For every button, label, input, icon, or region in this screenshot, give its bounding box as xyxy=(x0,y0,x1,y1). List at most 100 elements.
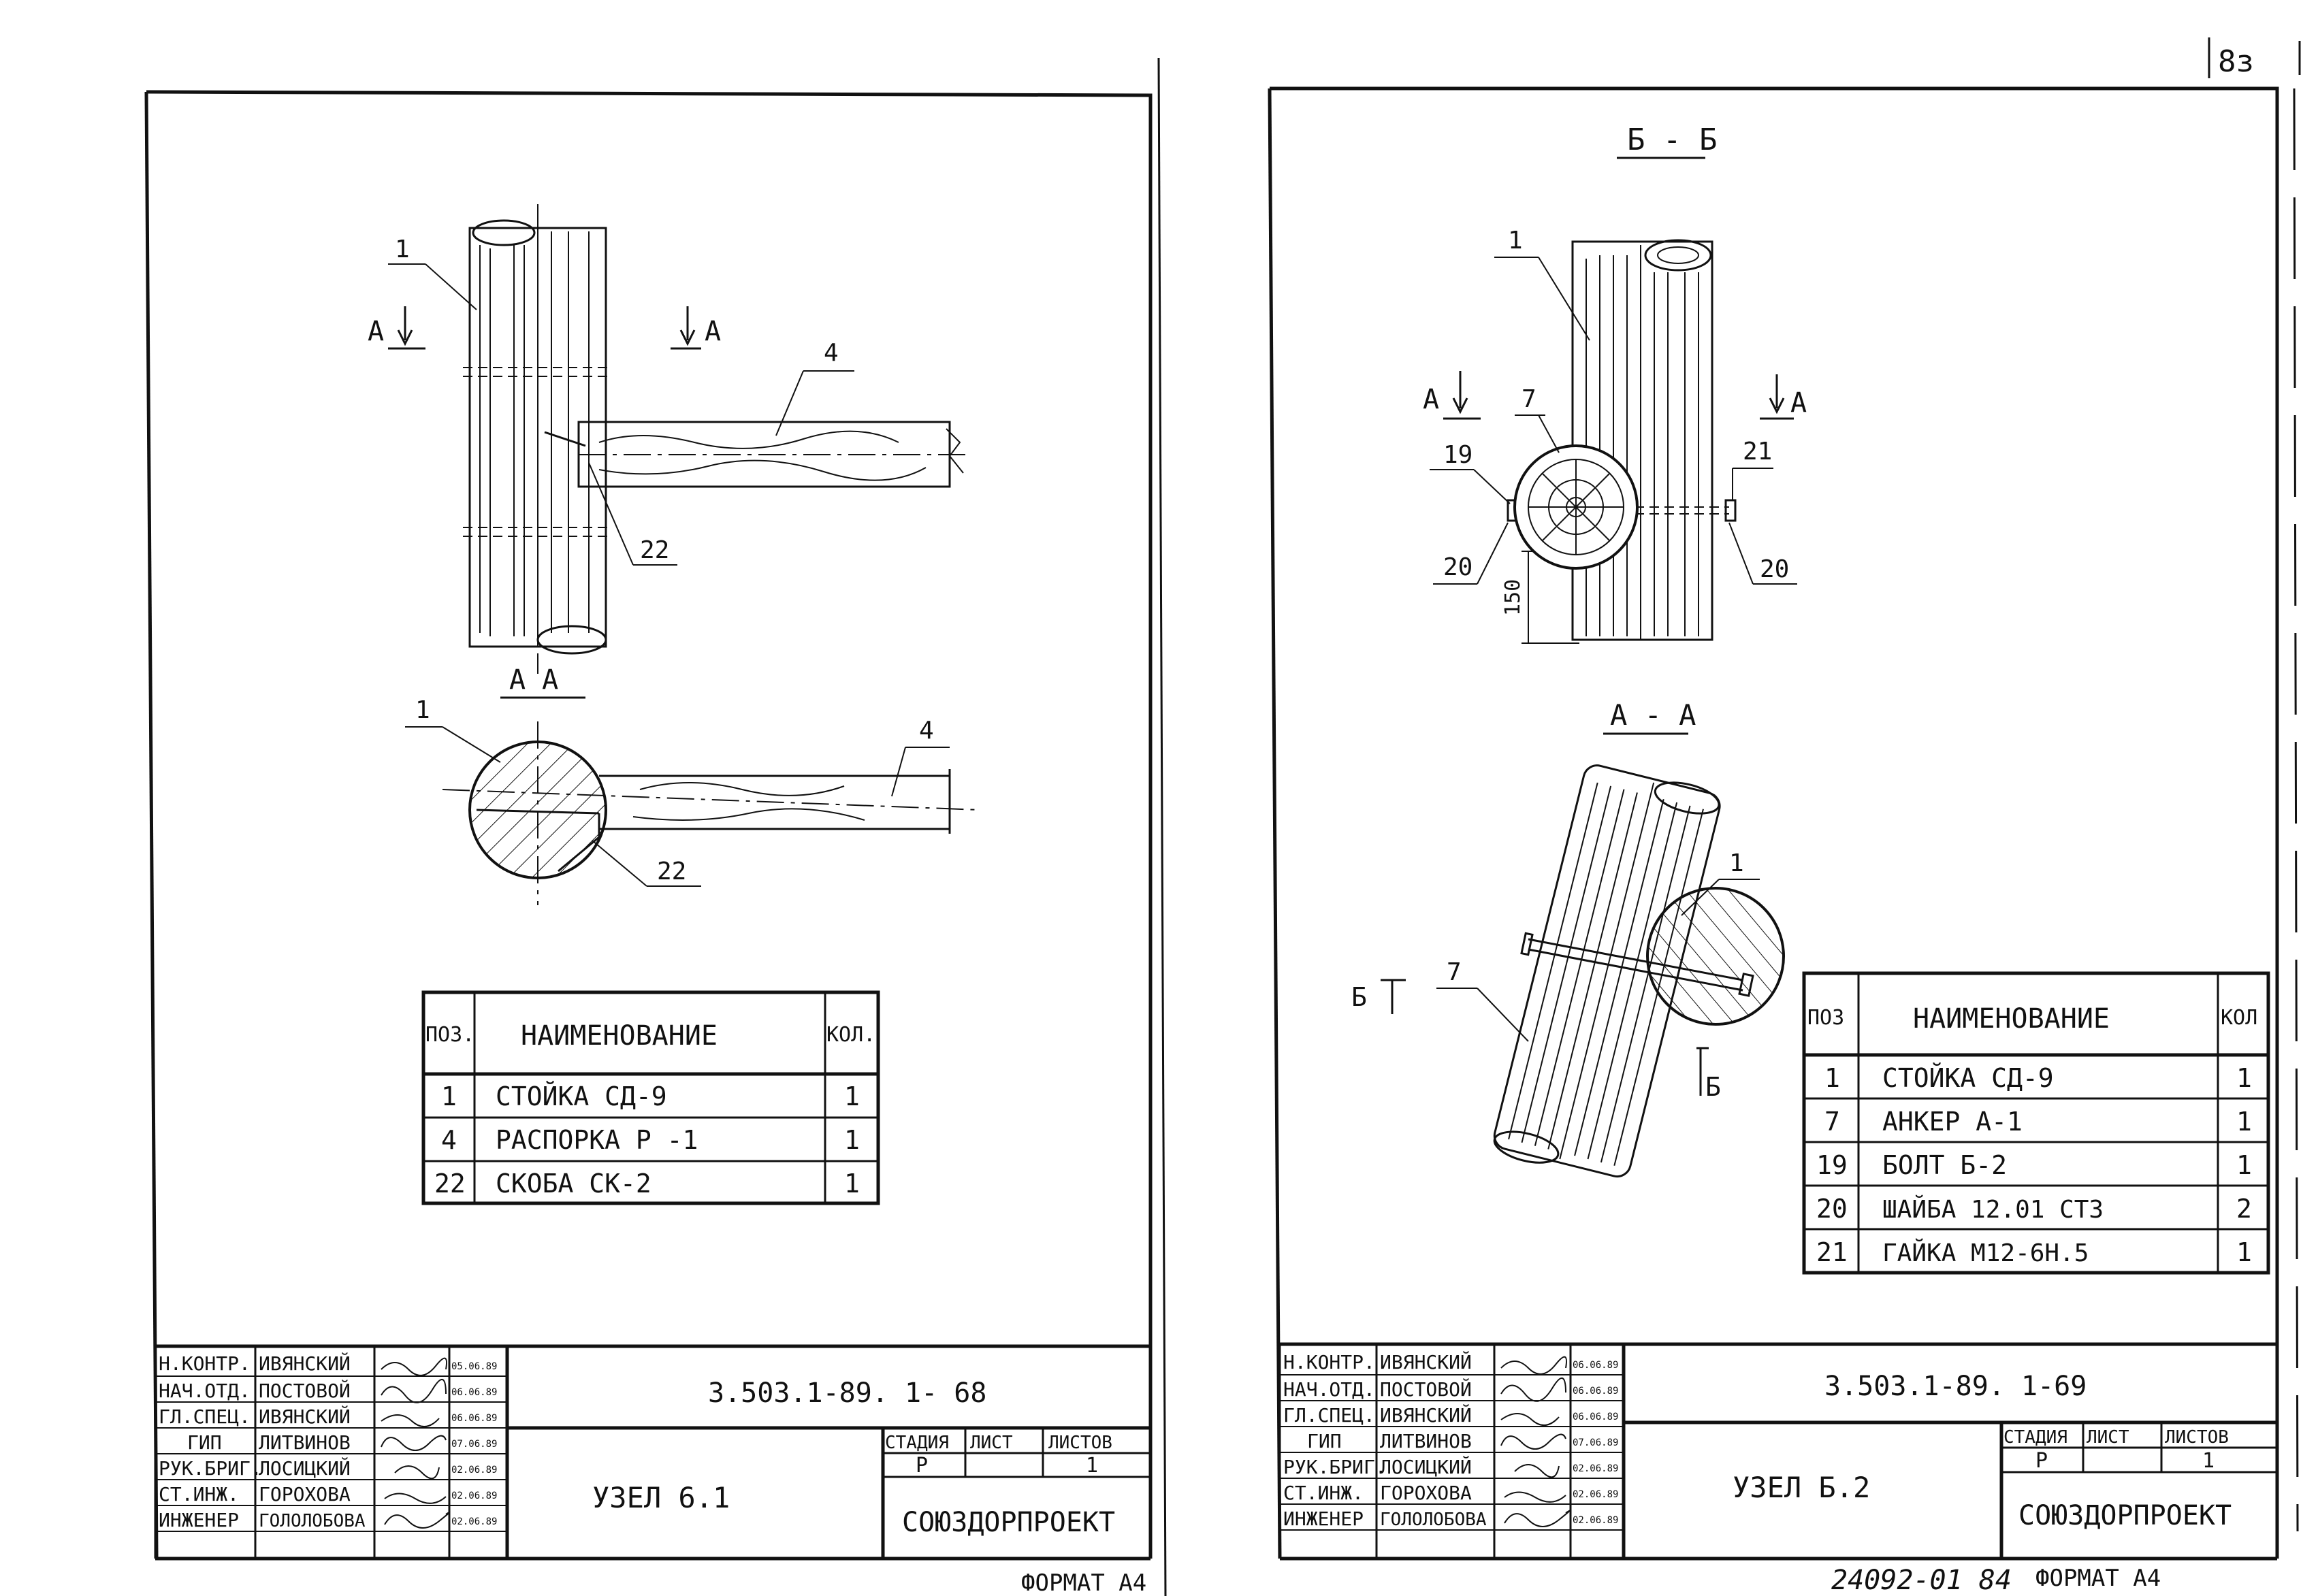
callout-bracket-section: 22 xyxy=(592,840,701,887)
section-a-a-title-r: А - А xyxy=(1603,698,1696,735)
section-a-a-title: А А xyxy=(500,664,585,699)
svg-text:РУК.БРИГ.: РУК.БРИГ. xyxy=(159,1457,262,1480)
spec-row-name: СКОБА СК-2 xyxy=(496,1169,651,1199)
spec-row-name: ГАЙКА М12-6Н.5 xyxy=(1882,1239,2089,1267)
stage-value: Р xyxy=(2035,1449,2048,1473)
svg-text:ИНЖЕНЕР: ИНЖЕНЕР xyxy=(159,1509,239,1531)
sheets-value: 1 xyxy=(1086,1454,1098,1478)
spec-header-pos: ПОЗ xyxy=(1807,1006,1844,1030)
node-title: УЗЕЛ Б.2 xyxy=(1733,1471,1870,1504)
title-block-left: Н.КОНТР. ИВЯНСКИЙ 05.06.89 НАЧ.ОТД. ПОСТ… xyxy=(154,1346,1150,1559)
svg-text:СТАДИЯ: СТАДИЯ xyxy=(2003,1427,2067,1448)
callout-anchor-r: 7 xyxy=(1515,385,1560,453)
right-sheet: Б - Б xyxy=(1268,86,2279,1596)
svg-text:ГОРОХОВА: ГОРОХОВА xyxy=(259,1483,351,1505)
svg-text:А: А xyxy=(705,316,721,347)
svg-text:ИВЯНСКИЙ: ИВЯНСКИЙ xyxy=(259,1405,351,1428)
svg-text:ГОРОХОВА: ГОРОХОВА xyxy=(1380,1482,1472,1504)
designation: 3.503.1-89. 1- 68 xyxy=(708,1378,986,1409)
title-block-right: Н.КОНТР. ИВЯНСКИЙ 06.06.89 НАЧ.ОТД. ПОСТ… xyxy=(1278,1344,2277,1559)
section-a-a xyxy=(442,721,981,905)
svg-text:ЛОСИЦКИЙ: ЛОСИЦКИЙ xyxy=(259,1456,351,1480)
spec-row-qty: 1 xyxy=(2236,1237,2252,1267)
svg-text:02.06.89: 02.06.89 xyxy=(451,1491,497,1501)
spec-row-qty: 1 xyxy=(844,1169,860,1199)
svg-text:ЛИСТОВ: ЛИСТОВ xyxy=(2165,1427,2229,1448)
svg-text:02.06.89: 02.06.89 xyxy=(1573,1489,1618,1500)
spec-row-name: СТОЙКА СД-9 xyxy=(496,1081,667,1111)
svg-text:1: 1 xyxy=(1729,849,1744,877)
svg-text:21: 21 xyxy=(1743,438,1772,466)
spec-row-pos: 4 xyxy=(441,1125,457,1155)
spec-header-name: НАИМЕНОВАНИЕ xyxy=(1913,1003,2110,1035)
spec-row-pos: 22 xyxy=(434,1169,466,1199)
strut-elevation xyxy=(544,421,967,488)
cut-mark-b-right: Б xyxy=(1696,1047,1721,1102)
post-elevation-right xyxy=(1507,239,1737,641)
spec-row-pos: 19 xyxy=(1816,1150,1848,1180)
svg-text:ГОЛОЛОБОВА: ГОЛОЛОБОВА xyxy=(1380,1510,1487,1530)
svg-text:А: А xyxy=(1423,384,1439,415)
svg-text:06.06.89: 06.06.89 xyxy=(451,1413,497,1424)
callout-strut: 4 xyxy=(775,339,854,436)
svg-text:4: 4 xyxy=(919,717,934,745)
svg-text:А: А xyxy=(368,316,384,347)
view-b-b-title: Б - Б xyxy=(1617,123,1717,159)
svg-text:02.06.89: 02.06.89 xyxy=(1573,1515,1618,1526)
svg-text:НАЧ.ОТД.: НАЧ.ОТД. xyxy=(159,1380,251,1402)
cut-mark-b-left: Б xyxy=(1351,979,1406,1014)
stage-value: Р xyxy=(916,1454,928,1478)
fold-line xyxy=(1157,57,1167,1596)
svg-text:19: 19 xyxy=(1443,441,1472,469)
left-frame xyxy=(146,90,1153,1559)
svg-text:06.06.89: 06.06.89 xyxy=(451,1387,497,1398)
spec-row-name: БОЛТ Б-2 xyxy=(1882,1150,2007,1180)
svg-text:1: 1 xyxy=(395,235,410,263)
spec-row-qty: 1 xyxy=(2236,1150,2252,1180)
callout-washer-left-r: 20 xyxy=(1433,522,1509,585)
spec-row-name: СТОЙКА СД-9 xyxy=(1882,1063,2054,1093)
svg-text:ГИП: ГИП xyxy=(187,1431,222,1454)
format-label-left: ФОРМАТ А4 xyxy=(1021,1569,1146,1596)
svg-text:8з: 8з xyxy=(2218,44,2254,79)
svg-text:Б: Б xyxy=(1351,982,1367,1012)
svg-text:07.06.89: 07.06.89 xyxy=(1573,1437,1618,1448)
spec-row-name: АНКЕР А-1 xyxy=(1882,1107,2023,1137)
svg-text:Н.КОНТР.: Н.КОНТР. xyxy=(1283,1351,1375,1373)
callout-post-section-r: 1 xyxy=(1681,849,1760,916)
spec-row-qty: 1 xyxy=(844,1081,860,1111)
spec-row-pos: 1 xyxy=(441,1081,457,1111)
spec-row-qty: 1 xyxy=(2236,1063,2252,1093)
svg-text:А А: А А xyxy=(509,664,558,696)
sheet-number: 8з xyxy=(2208,37,2301,1532)
svg-text:ЛИТВИНОВ: ЛИТВИНОВ xyxy=(259,1431,351,1454)
spec-row-pos: 21 xyxy=(1816,1237,1848,1267)
callout-bolt-r: 19 xyxy=(1430,441,1511,504)
designation: 3.503.1-89. 1-69 xyxy=(1824,1371,2087,1402)
signature-marks xyxy=(1500,1356,1571,1527)
svg-text:ИВЯНСКИЙ: ИВЯНСКИЙ xyxy=(1380,1403,1472,1427)
svg-text:ГИП: ГИП xyxy=(1307,1430,1342,1452)
spec-row-qty: 1 xyxy=(2236,1107,2252,1137)
signature-marks xyxy=(381,1357,451,1529)
svg-text:06.06.89: 06.06.89 xyxy=(1573,1412,1618,1422)
archive-number: 24092-01 84 xyxy=(1831,1565,2012,1596)
svg-text:22: 22 xyxy=(640,536,669,564)
spec-row-pos: 7 xyxy=(1824,1107,1840,1137)
cut-mark-a-right: А xyxy=(671,306,721,350)
cut-mark-a-left: А xyxy=(368,306,425,350)
organization: СОЮЗДОРПРОЕКТ xyxy=(2018,1500,2232,1531)
right-frame xyxy=(1270,86,2279,1559)
callout-washer-right-r: 20 xyxy=(1728,522,1797,585)
svg-text:ГОЛОЛОБОВА: ГОЛОЛОБОВА xyxy=(259,1511,366,1531)
callout-bracket: 22 xyxy=(588,462,677,566)
spec-header-qty: КОЛ. xyxy=(826,1023,875,1047)
svg-text:ЛИТВИНОВ: ЛИТВИНОВ xyxy=(1380,1430,1472,1452)
svg-text:1: 1 xyxy=(415,696,430,724)
dimension-150: 150 xyxy=(1501,551,1579,644)
svg-text:02.06.89: 02.06.89 xyxy=(451,1516,497,1527)
svg-text:4: 4 xyxy=(824,339,839,367)
svg-text:05.06.89: 05.06.89 xyxy=(451,1361,497,1372)
spec-header-name: НАИМЕНОВАНИЕ xyxy=(521,1020,718,1052)
svg-text:ЛИСТ: ЛИСТ xyxy=(970,1433,1013,1453)
